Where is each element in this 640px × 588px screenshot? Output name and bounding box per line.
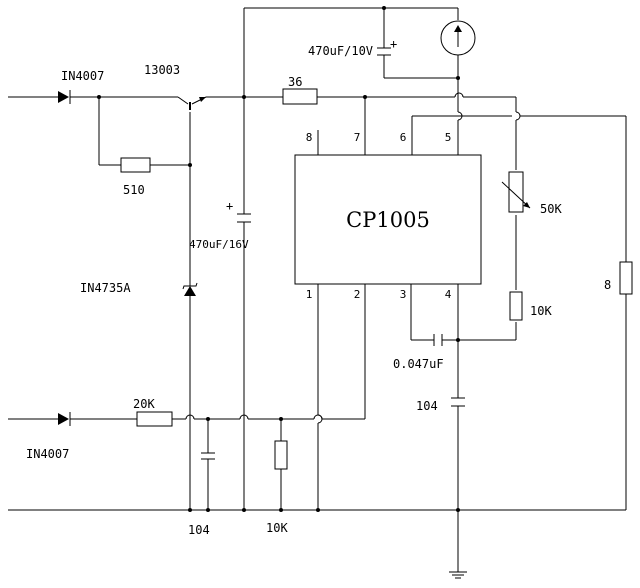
meter-icon	[440, 20, 476, 56]
resistor-10k-right	[509, 291, 523, 321]
label-r-8: 8	[604, 278, 611, 292]
label-r-20k: 20K	[133, 397, 155, 411]
zener-diode	[182, 282, 198, 296]
chip-cp1005: CP1005 8 7 6 5 1 2 3 4	[294, 131, 482, 301]
pin-label-6: 6	[400, 131, 407, 144]
diode-top	[58, 90, 71, 104]
resistor-36	[282, 88, 318, 105]
resistor-8	[619, 261, 633, 295]
label-zener: IN4735A	[80, 281, 131, 295]
wires	[8, 7, 627, 572]
resistor-10k-bottom	[274, 440, 288, 470]
capacitor-104-right	[451, 397, 465, 407]
capacitor-470uf-16v	[237, 213, 251, 223]
capacitor-0047uf	[433, 334, 443, 346]
label-c-104-right: 104	[416, 399, 438, 413]
chip-body	[294, 154, 482, 285]
label-r-36: 36	[288, 75, 302, 89]
pin-label-1: 1	[306, 288, 313, 301]
label-pot-50k: 50K	[540, 202, 562, 216]
chip-name: CP1005	[346, 208, 430, 232]
capacitor-104-bottom	[201, 452, 215, 460]
pin-label-7: 7	[354, 131, 361, 144]
pin-label-4: 4	[445, 288, 452, 301]
ground-icon	[449, 571, 467, 579]
label-c-470-16v: 470uF/16V	[189, 238, 249, 251]
label-c-470-10v: 470uF/10V	[308, 44, 373, 58]
junction-dots	[97, 6, 460, 512]
label-c-470-16v-pol: +	[226, 199, 233, 213]
transistor-13003	[177, 96, 207, 110]
pin-label-3: 3	[400, 288, 407, 301]
capacitor-470uf-10v	[377, 40, 391, 62]
label-d2: IN4007	[26, 447, 69, 461]
diode-bottom	[58, 412, 71, 426]
component-labels: IN4007 13003 36 470uF/10V + 510 + 470uF/…	[26, 37, 611, 537]
resistor-20k	[136, 411, 173, 427]
label-d1: IN4007	[61, 69, 104, 83]
potentiometer-50k	[501, 171, 531, 213]
label-r-510: 510	[123, 183, 145, 197]
label-c-0047uf: 0.047uF	[393, 357, 444, 371]
label-r-10k-bottom: 10K	[266, 521, 288, 535]
label-c-104-bottom: 104	[188, 523, 210, 537]
label-r-10k-right: 10K	[530, 304, 552, 318]
label-c-470-10v-pol: +	[390, 37, 397, 51]
pin-label-5: 5	[445, 131, 452, 144]
label-q1: 13003	[144, 63, 180, 77]
resistor-510	[120, 157, 151, 173]
pin-label-2: 2	[354, 288, 361, 301]
pin-label-8: 8	[306, 131, 313, 144]
